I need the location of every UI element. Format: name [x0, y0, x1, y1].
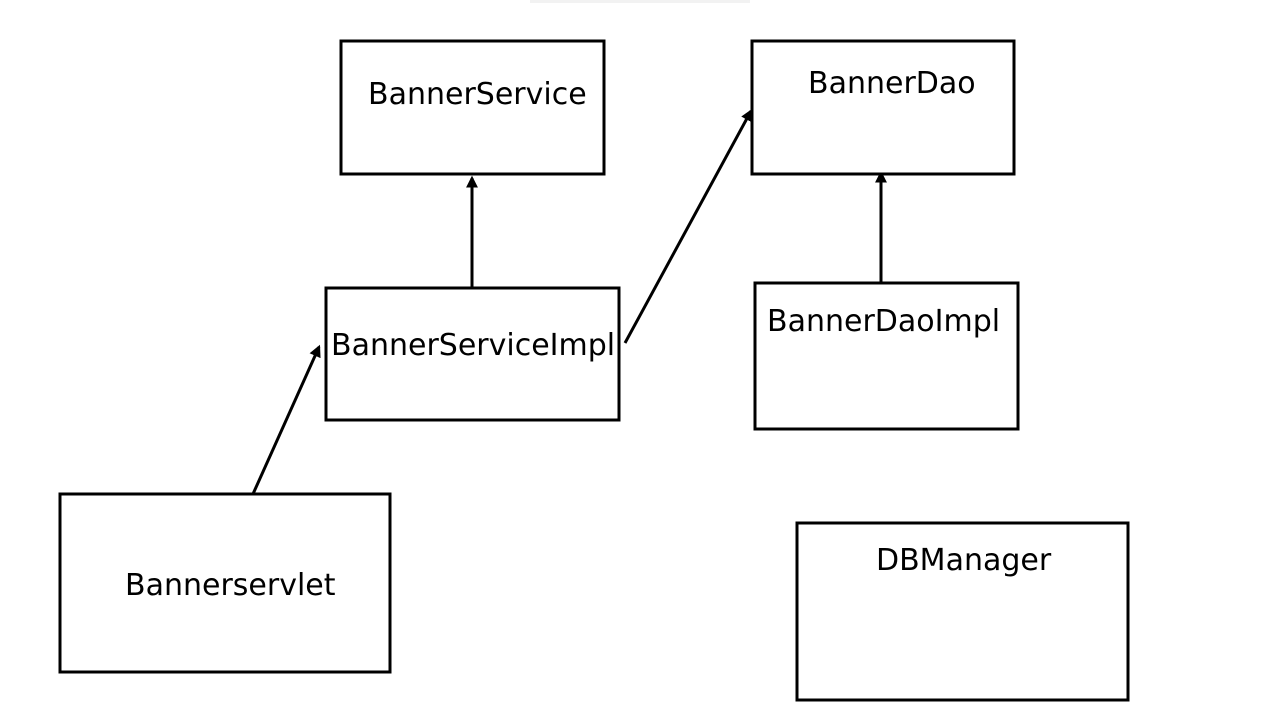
node-bannerservice-label: BannerService [368, 77, 587, 112]
node-bannerserviceimpl-box [324, 286, 621, 422]
node-bannerdaoimpl[interactable]: BannerDaoImpl [753, 281, 1020, 431]
node-bannerservlet[interactable]: Bannerservlet [58, 492, 392, 674]
node-bannerdao[interactable]: BannerDao [750, 39, 1016, 176]
node-bannerdao-box [750, 39, 1016, 176]
edge-bannerservlet-to-bannerserviceimpl [251, 344, 321, 495]
node-dbmanager-label: DBManager [876, 543, 1052, 578]
edge-bannerserviceimpl-to-bannerdao [623, 108, 753, 344]
node-dbmanager[interactable]: DBManager [795, 521, 1130, 702]
node-bannerdaoimpl-label: BannerDaoImpl [767, 304, 1000, 339]
node-dbmanager-box [795, 521, 1130, 702]
node-bannerservlet-box [58, 492, 392, 674]
node-bannerdaoimpl-box [753, 281, 1020, 431]
node-bannerservice-box [339, 39, 606, 176]
node-bannerservlet-label: Bannerservlet [125, 568, 336, 603]
node-bannerserviceimpl-label: BannerServiceImpl [331, 328, 615, 363]
node-bannerservice[interactable]: BannerService [339, 39, 606, 176]
node-bannerdao-label: BannerDao [808, 66, 976, 101]
top-shadow-strip [530, 0, 750, 3]
node-bannerserviceimpl[interactable]: BannerServiceImpl [324, 286, 621, 422]
